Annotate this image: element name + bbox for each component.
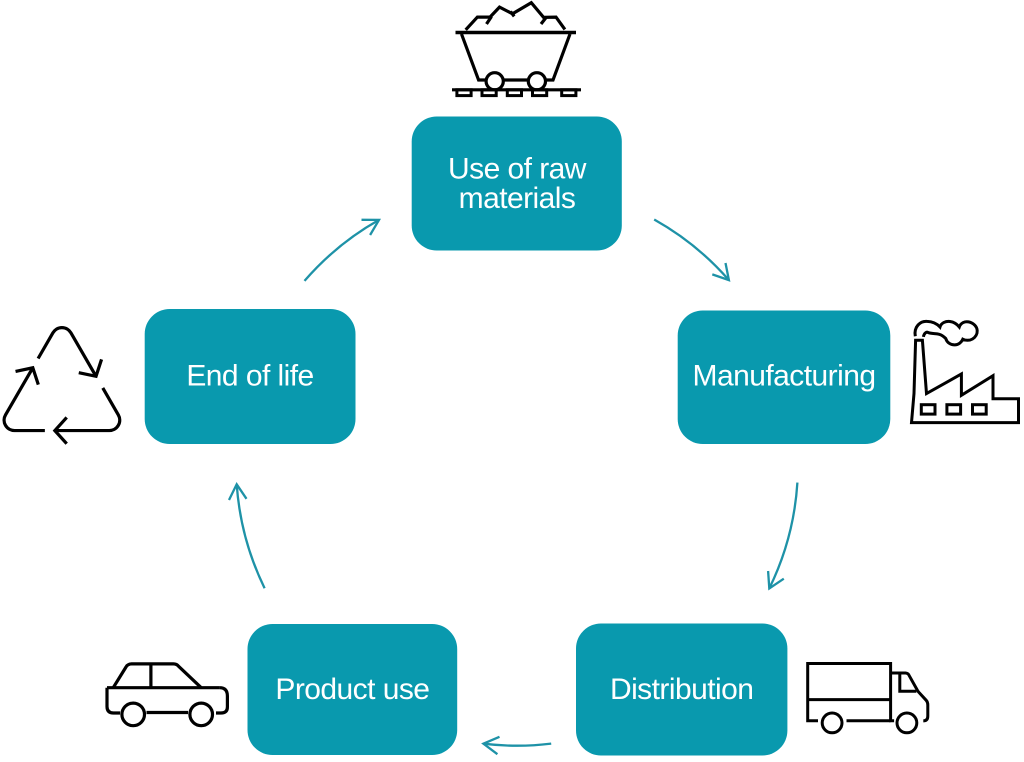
svg-text:End of life: End of life [186, 359, 313, 392]
svg-text:Manufacturing: Manufacturing [693, 359, 876, 392]
svg-text:Use of raw: Use of raw [448, 152, 587, 185]
svg-text:Distribution: Distribution [610, 673, 753, 706]
svg-text:materials: materials [459, 182, 576, 215]
svg-text:Product use: Product use [275, 673, 429, 706]
